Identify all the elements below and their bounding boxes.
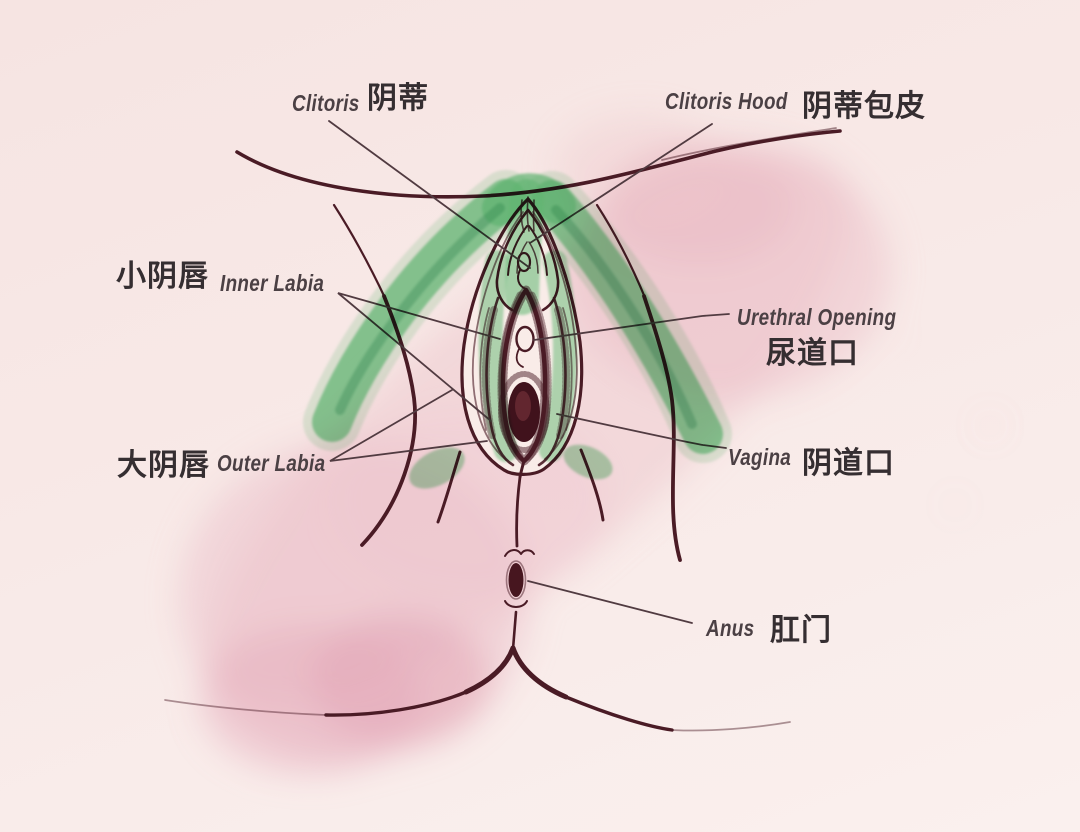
urethral-opening-zh-text: 尿道口	[766, 337, 859, 370]
label-anus-zh: 肛门	[770, 616, 832, 646]
label-urethral-opening-en: Urethral Opening	[737, 306, 931, 329]
green-inner-left	[478, 250, 518, 462]
perineum-line	[504, 459, 535, 557]
outer-labia-zh-text: 大阴唇	[117, 449, 210, 482]
label-outer-labia-en: Outer Labia	[217, 452, 349, 475]
urethral-opening-drawing	[515, 325, 535, 368]
label-anus-en: Anus	[706, 617, 765, 640]
green-inner-right	[539, 250, 577, 462]
anus-leader-line	[527, 580, 693, 624]
clitoris-hood-en-text: Clitoris Hood	[665, 88, 788, 114]
label-clitoris-hood-en: Clitoris Hood	[665, 90, 815, 113]
urethral-opening-en-text: Urethral Opening	[737, 304, 897, 330]
inner-labia-en-text: Inner Labia	[220, 270, 325, 296]
label-inner-labia-zh: 小阴唇	[116, 262, 209, 292]
label-clitoris-hood-zh: 阴蒂包皮	[802, 92, 926, 122]
urethral-opening-leader-line	[533, 313, 730, 341]
label-vagina-zh: 阴道口	[802, 449, 895, 479]
outer-labia-en-text: Outer Labia	[217, 450, 326, 476]
clitoris-zh-text: 阴蒂	[367, 82, 429, 115]
mons-curve-echo	[661, 127, 837, 161]
clitoris-en-text: Clitoris	[292, 90, 360, 116]
inner-labia-leader-line	[337, 292, 501, 422]
anus-zh-text: 肛门	[770, 614, 832, 647]
green-highlight	[303, 170, 732, 489]
label-urethral-opening-zh: 尿道口	[766, 339, 859, 369]
buttock-crease	[164, 645, 791, 732]
outer-labia-inner-left	[471, 211, 524, 461]
label-vagina-en: Vagina	[728, 446, 805, 469]
inner-labia-zh-text: 小阴唇	[116, 260, 209, 293]
anus-drawing	[504, 560, 528, 651]
vagina-en-text: Vagina	[728, 444, 792, 470]
label-clitoris-en: Clitoris	[292, 92, 374, 115]
anus-en-text: Anus	[706, 615, 755, 641]
label-outer-labia-zh: 大阴唇	[117, 451, 210, 481]
vagina-zh-text: 阴道口	[802, 447, 895, 480]
clitoris-hood-zh-text: 阴蒂包皮	[802, 90, 926, 123]
label-clitoris-zh: 阴蒂	[367, 84, 429, 114]
label-inner-labia-en: Inner Labia	[220, 272, 347, 295]
outer-labia-leader-line	[329, 389, 488, 462]
green-center-stroke	[505, 179, 544, 315]
